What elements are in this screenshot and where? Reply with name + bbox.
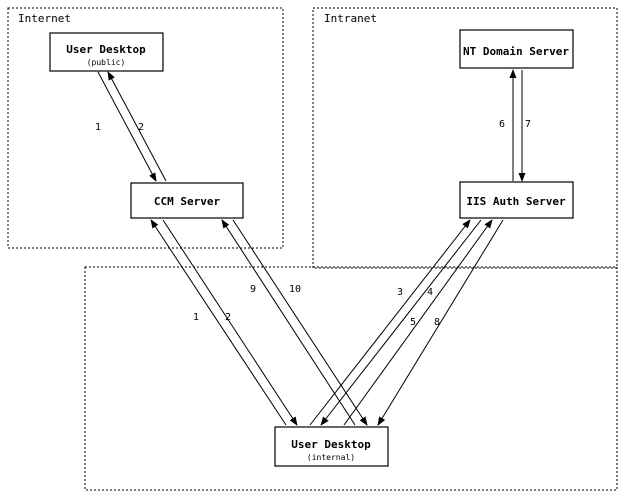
- node-user-desktop-public-subtitle: (public): [87, 58, 126, 67]
- flow-line-10: [232, 219, 368, 426]
- flow-label-2-public: 2: [138, 122, 144, 133]
- node-user-desktop-internal-box[interactable]: [274, 426, 389, 467]
- zone-internet-label: Internet: [18, 12, 71, 25]
- flow-label-3: 3: [397, 287, 403, 298]
- zone-intranet-label: Intranet: [324, 12, 377, 25]
- flow-label-9: 9: [250, 284, 256, 295]
- node-user-desktop-internal[interactable]: User Desktop (internal): [274, 426, 389, 467]
- flow-label-8: 8: [434, 317, 440, 328]
- zone-internet-boundary: [7, 7, 284, 249]
- flow-label-7: 7: [525, 119, 531, 130]
- node-nt-domain-server-box[interactable]: [459, 29, 574, 69]
- flow-line-2-public: [107, 71, 167, 182]
- flow-label-1-public: 1: [95, 122, 101, 133]
- node-user-desktop-internal-subtitle: (internal): [307, 453, 355, 462]
- flow-line-5: [343, 219, 493, 426]
- node-ccm-server[interactable]: CCM Server: [130, 182, 244, 219]
- flow-line-9: [221, 219, 356, 426]
- node-iis-auth-server[interactable]: IIS Auth Server: [459, 181, 574, 219]
- flow-label-4: 4: [427, 287, 433, 298]
- node-user-desktop-public-box[interactable]: [49, 32, 164, 72]
- flow-line-3: [309, 219, 471, 426]
- node-nt-domain-server-title: NT Domain Server: [463, 45, 569, 58]
- zone-internal: [84, 266, 618, 491]
- node-nt-domain-server[interactable]: NT Domain Server: [459, 29, 574, 69]
- flow-label-6: 6: [499, 119, 505, 130]
- flow-label-1-internal: 1: [193, 312, 199, 323]
- node-user-desktop-public[interactable]: User Desktop (public): [49, 32, 164, 72]
- zone-intranet-boundary: [312, 7, 618, 269]
- flow-line-4: [320, 219, 482, 426]
- flow-label-5: 5: [410, 317, 416, 328]
- node-ccm-server-box[interactable]: [130, 182, 244, 219]
- zone-internal-boundary: [84, 266, 618, 491]
- flow-line-2-internal: [162, 219, 298, 426]
- node-ccm-server-title: CCM Server: [154, 195, 221, 208]
- flow-label-2-internal: 2: [225, 312, 231, 323]
- node-user-desktop-internal-title: User Desktop: [291, 438, 371, 451]
- flow-line-8: [377, 219, 504, 426]
- flow-line-1-internal: [150, 219, 287, 426]
- flow-label-10: 10: [289, 284, 301, 295]
- flow-line-1-public: [97, 71, 157, 182]
- node-user-desktop-public-title: User Desktop: [66, 43, 146, 56]
- zone-internet: Internet: [7, 7, 284, 249]
- node-iis-auth-server-box[interactable]: [459, 181, 574, 219]
- node-iis-auth-server-title: IIS Auth Server: [466, 195, 566, 208]
- zone-intranet: Intranet: [312, 7, 618, 269]
